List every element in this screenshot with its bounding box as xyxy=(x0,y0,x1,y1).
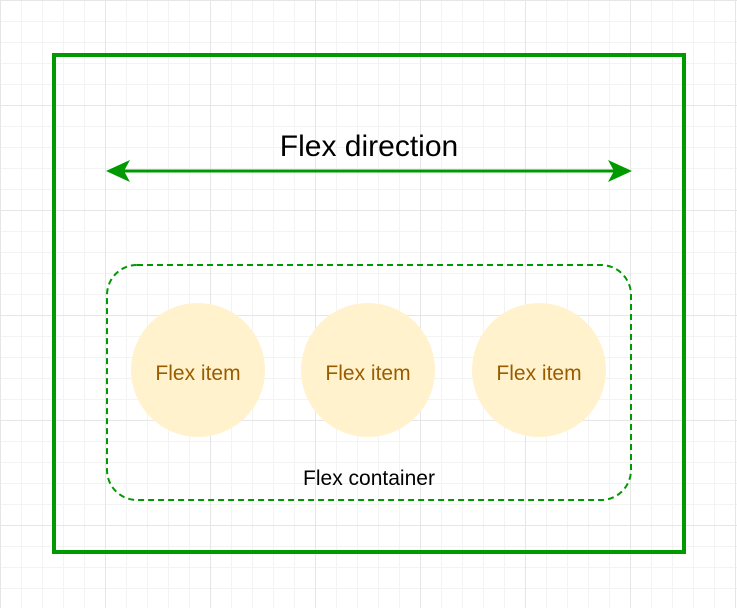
flex-container xyxy=(106,264,632,501)
flex-item-2: Flex item xyxy=(301,303,435,437)
flex-container-label: Flex container xyxy=(303,467,435,490)
flex-item-label: Flex item xyxy=(325,362,410,385)
flex-item-label: Flex item xyxy=(496,362,581,385)
flex-item-label: Flex item xyxy=(155,362,240,385)
arrow-left-head xyxy=(106,160,130,182)
direction-arrow xyxy=(106,160,632,182)
flex-item-1: Flex item xyxy=(131,303,265,437)
outer-box xyxy=(52,53,686,554)
arrow-right-head xyxy=(608,160,632,182)
flex-item-3: Flex item xyxy=(472,303,606,437)
flex-direction-label: Flex direction xyxy=(280,130,458,163)
